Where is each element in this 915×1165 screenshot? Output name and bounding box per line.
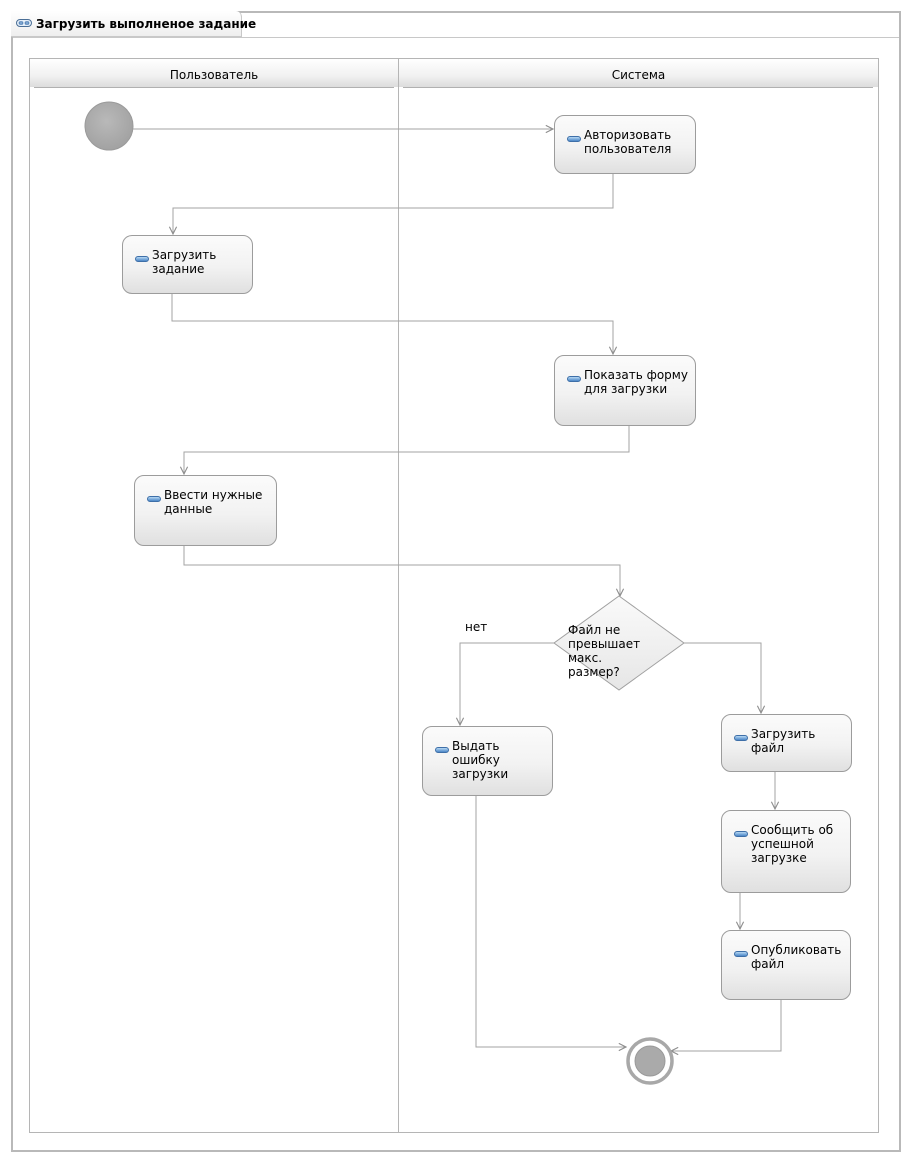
decision-node: [553, 595, 685, 691]
action-label: Сообщить об успешной загрузке: [751, 823, 834, 865]
action-icon: [147, 496, 161, 502]
action-icon: [567, 136, 581, 142]
diagram-tab[interactable]: Загрузить выполненое задание: [11, 11, 256, 37]
action-label: Загрузить файл: [751, 727, 816, 755]
flow-enter-data-to-decision: [183, 546, 620, 596]
action-icon: [435, 747, 449, 753]
action-icon: [734, 735, 748, 741]
action-enter-data[interactable]: Ввести нужные данные: [134, 475, 277, 546]
flow-show-form-to-enter-data: [184, 426, 630, 474]
action-notify-success[interactable]: Сообщить об успешной загрузке: [721, 810, 851, 893]
action-label: Авторизовать пользователя: [584, 128, 672, 156]
diagram-frame: [11, 11, 901, 1152]
action-icon: [734, 831, 748, 837]
lane-header-user: [30, 59, 398, 87]
lane-title-user: Пользователь: [169, 68, 259, 82]
decision-label: Файл не превышает макс. размер?: [568, 623, 641, 679]
action-show-upload-form[interactable]: Показать форму для загрузки: [554, 355, 696, 426]
action-upload-task[interactable]: Загрузить задание: [122, 235, 253, 294]
lane-underline-user: [34, 87, 394, 88]
flow-decision-to-upload-file: [684, 642, 761, 713]
tab-divider: [13, 37, 899, 38]
action-authorize-user[interactable]: Авторизовать пользователя: [554, 115, 696, 174]
diagram-title: Загрузить выполненое задание: [36, 16, 257, 31]
action-publish-file[interactable]: Опубликовать файл: [721, 930, 851, 1000]
action-label: Загрузить задание: [152, 248, 217, 276]
flow-error-to-final: [475, 796, 626, 1047]
lane-separator: [398, 59, 399, 1132]
lane-header-system: [399, 59, 878, 87]
action-icon: [567, 376, 581, 382]
lane-underline-system: [403, 87, 873, 88]
initial-node: [84, 101, 134, 151]
action-upload-error[interactable]: Выдать ошибку загрузки: [422, 726, 553, 796]
flow-decision-to-error: [460, 642, 554, 725]
action-label: Опубликовать файл: [751, 943, 842, 971]
activity-pool: [29, 58, 879, 1133]
activity-diagram-icon: [16, 14, 32, 33]
lane-title-system: Система: [611, 68, 666, 82]
action-icon: [135, 256, 149, 262]
flow-authorize-to-upload-task: [173, 174, 614, 234]
action-label: Показать форму для загрузки: [584, 368, 688, 396]
action-label: Ввести нужные данные: [164, 488, 263, 516]
flow-upload-task-to-show-form: [171, 294, 613, 354]
action-upload-file[interactable]: Загрузить файл: [721, 714, 852, 772]
guard-label-no: нет: [465, 620, 488, 634]
flow-publish-to-final: [671, 1000, 782, 1051]
action-icon: [734, 951, 748, 957]
action-label: Выдать ошибку загрузки: [452, 739, 509, 781]
final-node-inner: [634, 1045, 666, 1077]
